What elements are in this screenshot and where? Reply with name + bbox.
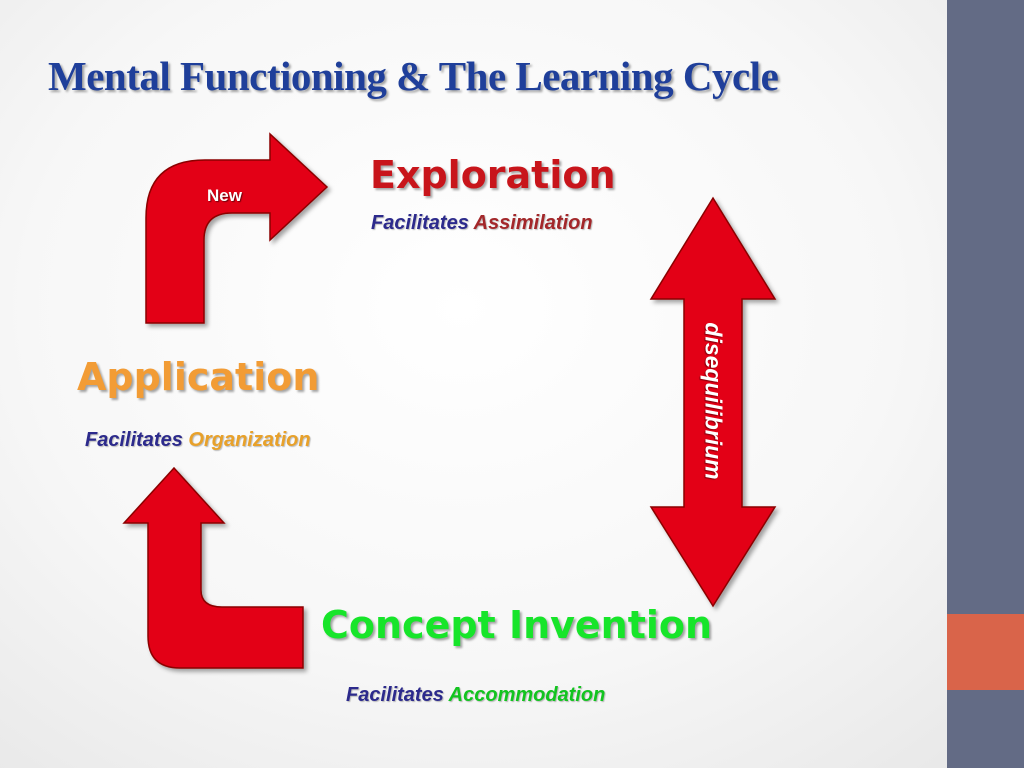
concept-invention-facilitates: Facilitates	[346, 684, 444, 706]
disequilibrium-label: disequilibrium	[700, 322, 727, 480]
new-bent-arrow	[145, 132, 329, 324]
application-subtitle: Facilitates Organization	[85, 429, 311, 452]
concept-invention-term: Accommodation	[448, 684, 606, 706]
application-heading: Application	[77, 355, 320, 399]
exploration-subtitle: Facilitates Assimilation	[371, 212, 593, 235]
concept-invention-heading: Concept Invention	[321, 603, 713, 647]
exploration-heading: Exploration	[370, 153, 616, 197]
cycle-arrows	[122, 132, 777, 669]
exploration-term: Assimilation	[473, 212, 593, 234]
application-facilitates: Facilitates	[85, 429, 183, 451]
slide-title: Mental Functioning & The Learning Cycle	[48, 53, 779, 99]
new-label: New	[207, 186, 242, 205]
exploration-facilitates: Facilitates	[371, 212, 469, 234]
return-bent-arrow	[122, 466, 304, 669]
concept-invention-subtitle: Facilitates Accommodation	[346, 684, 605, 707]
application-term: Organization	[188, 429, 311, 451]
disequilibrium-double-arrow	[649, 196, 777, 608]
sidebar-accent-block	[947, 614, 1024, 690]
